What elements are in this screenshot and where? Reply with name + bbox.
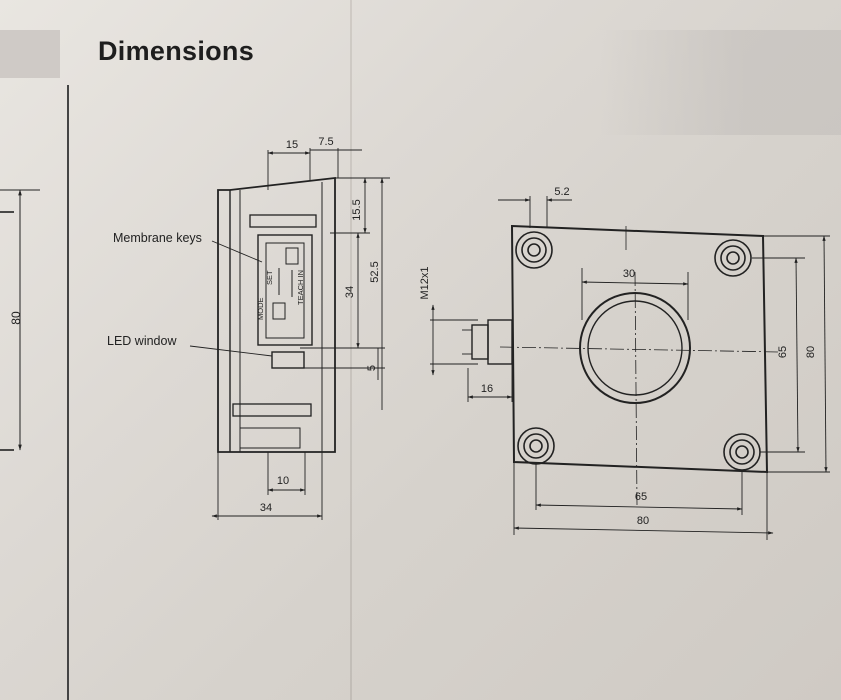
front-dim-80-v: 80 [805, 346, 817, 358]
side-dim-7-5: 7.5 [318, 136, 333, 148]
section-heading: Dimensions [98, 36, 255, 66]
side-dim-34-v: 34 [344, 286, 356, 298]
column-divider [67, 85, 69, 700]
front-dim-5-2: 5.2 [554, 186, 569, 198]
membrane-keys-label: Membrane keys [113, 231, 202, 245]
teach-in-key-text: TEACH IN [296, 270, 305, 305]
mounting-hole-top-right [714, 239, 752, 277]
mode-key-text: MODE [256, 298, 265, 321]
side-dim-5: 5 [366, 365, 378, 371]
front-dim-16: 16 [481, 383, 493, 395]
thread-label: M12x1 [419, 266, 431, 299]
side-dim-52-5: 52.5 [369, 261, 381, 282]
side-dim-34-h: 34 [260, 502, 272, 514]
set-key-text: SET [265, 270, 274, 285]
front-dim-65-v: 65 [777, 346, 789, 358]
side-dim-15-5: 15.5 [351, 199, 363, 220]
paper-shade-left [0, 30, 60, 78]
left-dim-80: 80 [9, 311, 23, 325]
paper-shade-right [600, 30, 841, 135]
mounting-hole-top-left [515, 231, 553, 269]
side-view [189, 148, 390, 520]
mounting-hole-bottom-right [723, 433, 761, 471]
front-dim-65-h: 65 [635, 491, 647, 503]
front-dim-80-h: 80 [637, 515, 649, 527]
left-partial-view [0, 189, 40, 451]
side-dim-10: 10 [277, 475, 289, 487]
mounting-hole-bottom-left [517, 427, 555, 465]
front-view [430, 196, 830, 540]
side-dim-15: 15 [286, 139, 298, 151]
led-window-label: LED window [107, 334, 177, 348]
page-fold [350, 0, 352, 700]
front-dim-30: 30 [623, 268, 635, 280]
